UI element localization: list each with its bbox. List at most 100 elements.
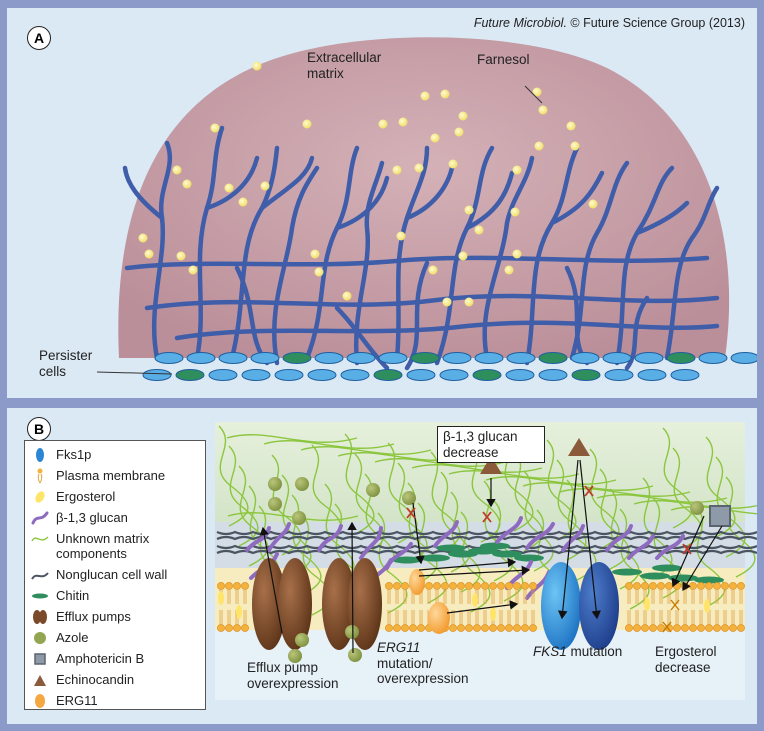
farnesol-dot [188, 265, 198, 275]
efflux-pump-1 [252, 558, 286, 650]
extracellular-matrix-label: Extracellular matrix [307, 50, 382, 81]
matrix-fiber [493, 500, 524, 602]
chitin-fiber [694, 576, 724, 584]
yeast-cell [307, 369, 337, 381]
lipid-head [665, 582, 673, 590]
yeast-cell [730, 352, 757, 364]
azole-molecules [268, 477, 704, 663]
lipid-head [409, 624, 417, 632]
lipid-head [489, 582, 497, 590]
hypha-28 [334, 305, 390, 371]
hypha-24 [174, 320, 720, 341]
hypha-9 [334, 175, 390, 231]
yeast-cell [474, 352, 504, 364]
lipid-head [225, 582, 233, 590]
lipid-head [697, 582, 705, 590]
lipid-head [497, 624, 505, 632]
ergosterol-molecule [644, 597, 650, 611]
lipid-head [633, 624, 641, 632]
glucan-decrease-text: β-1,3 glucan decrease [443, 429, 518, 460]
legend-item: ERG11 [25, 693, 205, 710]
yeast-cell [505, 369, 535, 381]
lipid-head [457, 624, 465, 632]
matrix-fiber [226, 434, 358, 443]
lipid-head [713, 582, 721, 590]
lipid-head [241, 582, 249, 590]
legend-label: Ergosterol [56, 489, 116, 504]
hypha-23 [144, 293, 720, 311]
farnesol-dot [392, 165, 402, 175]
lipid-head [721, 582, 729, 590]
lipid-head [641, 582, 649, 590]
lipid-head [641, 624, 649, 632]
persister-cell [175, 369, 205, 381]
farnesol-dot [414, 163, 424, 173]
hypha-13 [434, 145, 495, 366]
farnesol-dot [428, 265, 438, 275]
farnesol-dot [458, 251, 468, 261]
yeast-cell [208, 369, 238, 381]
efflux-pump-2 [278, 558, 312, 650]
lipid-head [649, 582, 657, 590]
hypha-6 [259, 155, 315, 211]
chitin-fiber [392, 556, 422, 564]
glucan-decrease-label: β-1,3 glucan decrease [437, 426, 545, 464]
farnesol-dot [458, 111, 468, 121]
hypha-7 [272, 165, 320, 366]
ergosterol-icon [35, 491, 45, 503]
chitin-fiber [514, 554, 544, 562]
farnesol-dot [144, 249, 154, 259]
matrix-fiber [485, 476, 617, 485]
farnesol-dot [310, 249, 320, 259]
legend-item: Azole [25, 630, 205, 647]
legend-item: Echinocandin [25, 672, 205, 689]
glucan-strand [359, 526, 383, 560]
farnesol-label: Farnesol [477, 52, 530, 67]
persister-cells-label: Persister cells [39, 348, 93, 379]
yeast-cell [282, 352, 312, 364]
ergosterol-molecule [704, 599, 710, 613]
lipid-head [657, 624, 665, 632]
chitin-fiber [612, 568, 642, 576]
farnesol-dot [182, 179, 192, 189]
farnesol-leader-line [524, 85, 543, 104]
hypha-18 [569, 160, 630, 361]
fks1-mutation-text: mutation [570, 644, 623, 659]
glucan-strand [627, 534, 655, 560]
panel-letter-b: B [27, 417, 51, 441]
lipid-head [529, 624, 537, 632]
lipid-head [385, 582, 393, 590]
farnesol-dot [260, 181, 270, 191]
matrix-fiber [300, 446, 432, 455]
matrix-fiber [725, 476, 756, 578]
lipid-head [689, 582, 697, 590]
fks1-gene-name: FKS1 [533, 644, 567, 659]
yeast-cell [340, 369, 370, 381]
fks1p-icon [36, 448, 44, 462]
farnesol-dot [342, 291, 352, 301]
unknown-matrix-icon [31, 536, 49, 542]
matrix-fiber [559, 488, 691, 497]
hypha-19 [614, 165, 675, 366]
fks1-annotation: FKS1 mutation [533, 644, 622, 660]
yeast-cell [241, 369, 271, 381]
lipid-head [433, 582, 441, 590]
yeast-cell [142, 369, 172, 381]
chitin-fiber [492, 550, 522, 558]
hypha-1 [151, 140, 173, 361]
matrix-fiber [460, 511, 491, 613]
hypha-22 [124, 255, 710, 271]
legend-item: Ergosterol [25, 489, 205, 506]
farnesol-dot [504, 265, 514, 275]
legend-item: β-1,3 glucan [25, 510, 205, 527]
chitin-fiber [640, 572, 670, 580]
hypha-15 [482, 155, 535, 361]
yeast-cell [378, 352, 408, 364]
lipid-head [689, 624, 697, 632]
legend-label: Fks1p [56, 447, 92, 462]
lipid-head [465, 582, 473, 590]
lipid-head [521, 582, 529, 590]
legend-item: Fks1p [25, 447, 205, 464]
farnesol-dot [396, 231, 406, 241]
